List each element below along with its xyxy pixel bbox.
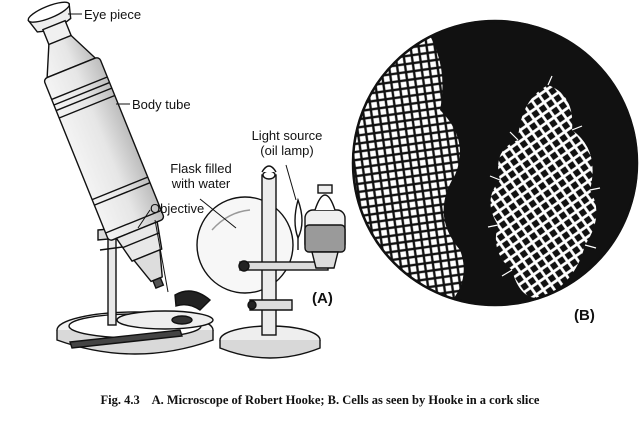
lamp-flame bbox=[294, 197, 303, 240]
cork-cell-cluster bbox=[490, 85, 597, 299]
microscope-stage bbox=[116, 310, 214, 330]
flask-and-lamp bbox=[196, 165, 346, 359]
label-light-source-line1: Light source bbox=[251, 128, 323, 143]
figure-caption-text: A. Microscope of Robert Hooke; B. Cells … bbox=[151, 393, 540, 407]
microscope-drawing bbox=[27, 1, 214, 355]
label-flask: Flask filled with water bbox=[160, 161, 242, 191]
cork-cells-view bbox=[351, 19, 639, 307]
label-flask-line1: Flask filled bbox=[170, 161, 232, 176]
label-light-source-line2: (oil lamp) bbox=[260, 143, 314, 158]
lamp-stand bbox=[261, 174, 277, 336]
figure-caption-number: Fig. 4.3 bbox=[100, 393, 140, 407]
label-objective: Objective bbox=[150, 201, 205, 216]
label-light-source: Light source (oil lamp) bbox=[232, 128, 342, 158]
label-flask-line2: with water bbox=[171, 176, 231, 191]
label-body-tube: Body tube bbox=[132, 97, 191, 112]
leader-lines bbox=[68, 13, 297, 229]
figure-caption: Fig. 4.3 A. Microscope of Robert Hooke; … bbox=[0, 393, 640, 408]
panel-a-tag: (A) bbox=[312, 290, 333, 307]
panel-b-tag: (B) bbox=[574, 307, 595, 324]
label-eye-piece: Eye piece bbox=[84, 7, 142, 22]
water-flask bbox=[196, 196, 294, 294]
objective-lens bbox=[132, 248, 163, 283]
